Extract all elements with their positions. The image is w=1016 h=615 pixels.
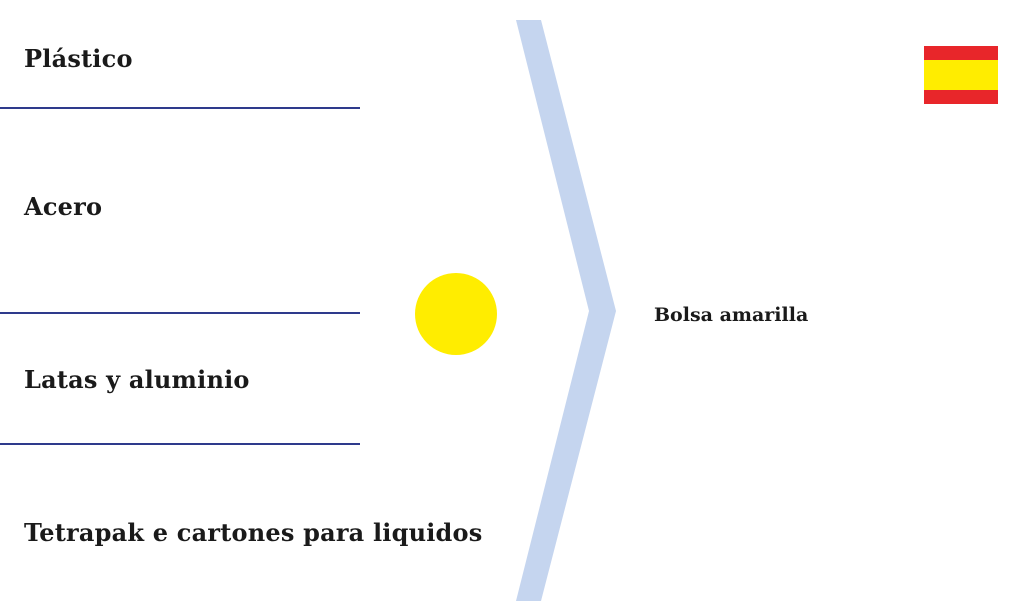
destination-bag-label: Bolsa amarilla <box>654 304 809 326</box>
spain-flag-icon[interactable] <box>924 46 998 104</box>
separator-line <box>0 443 360 445</box>
separator-line <box>0 312 360 314</box>
flag-stripe-bottom <box>924 90 998 104</box>
yellow-circle-icon <box>415 273 497 355</box>
chevron-shape <box>516 20 616 601</box>
material-steel-label: Acero <box>24 192 103 221</box>
material-cans-aluminium-label: Latas y aluminio <box>24 365 250 394</box>
flag-stripe-middle <box>924 60 998 90</box>
material-plastic-label: Plástico <box>24 44 133 73</box>
flag-stripe-top <box>924 46 998 60</box>
separator-line <box>0 107 360 109</box>
material-tetrapak-label: Tetrapak e cartones para liquidos <box>24 518 483 547</box>
